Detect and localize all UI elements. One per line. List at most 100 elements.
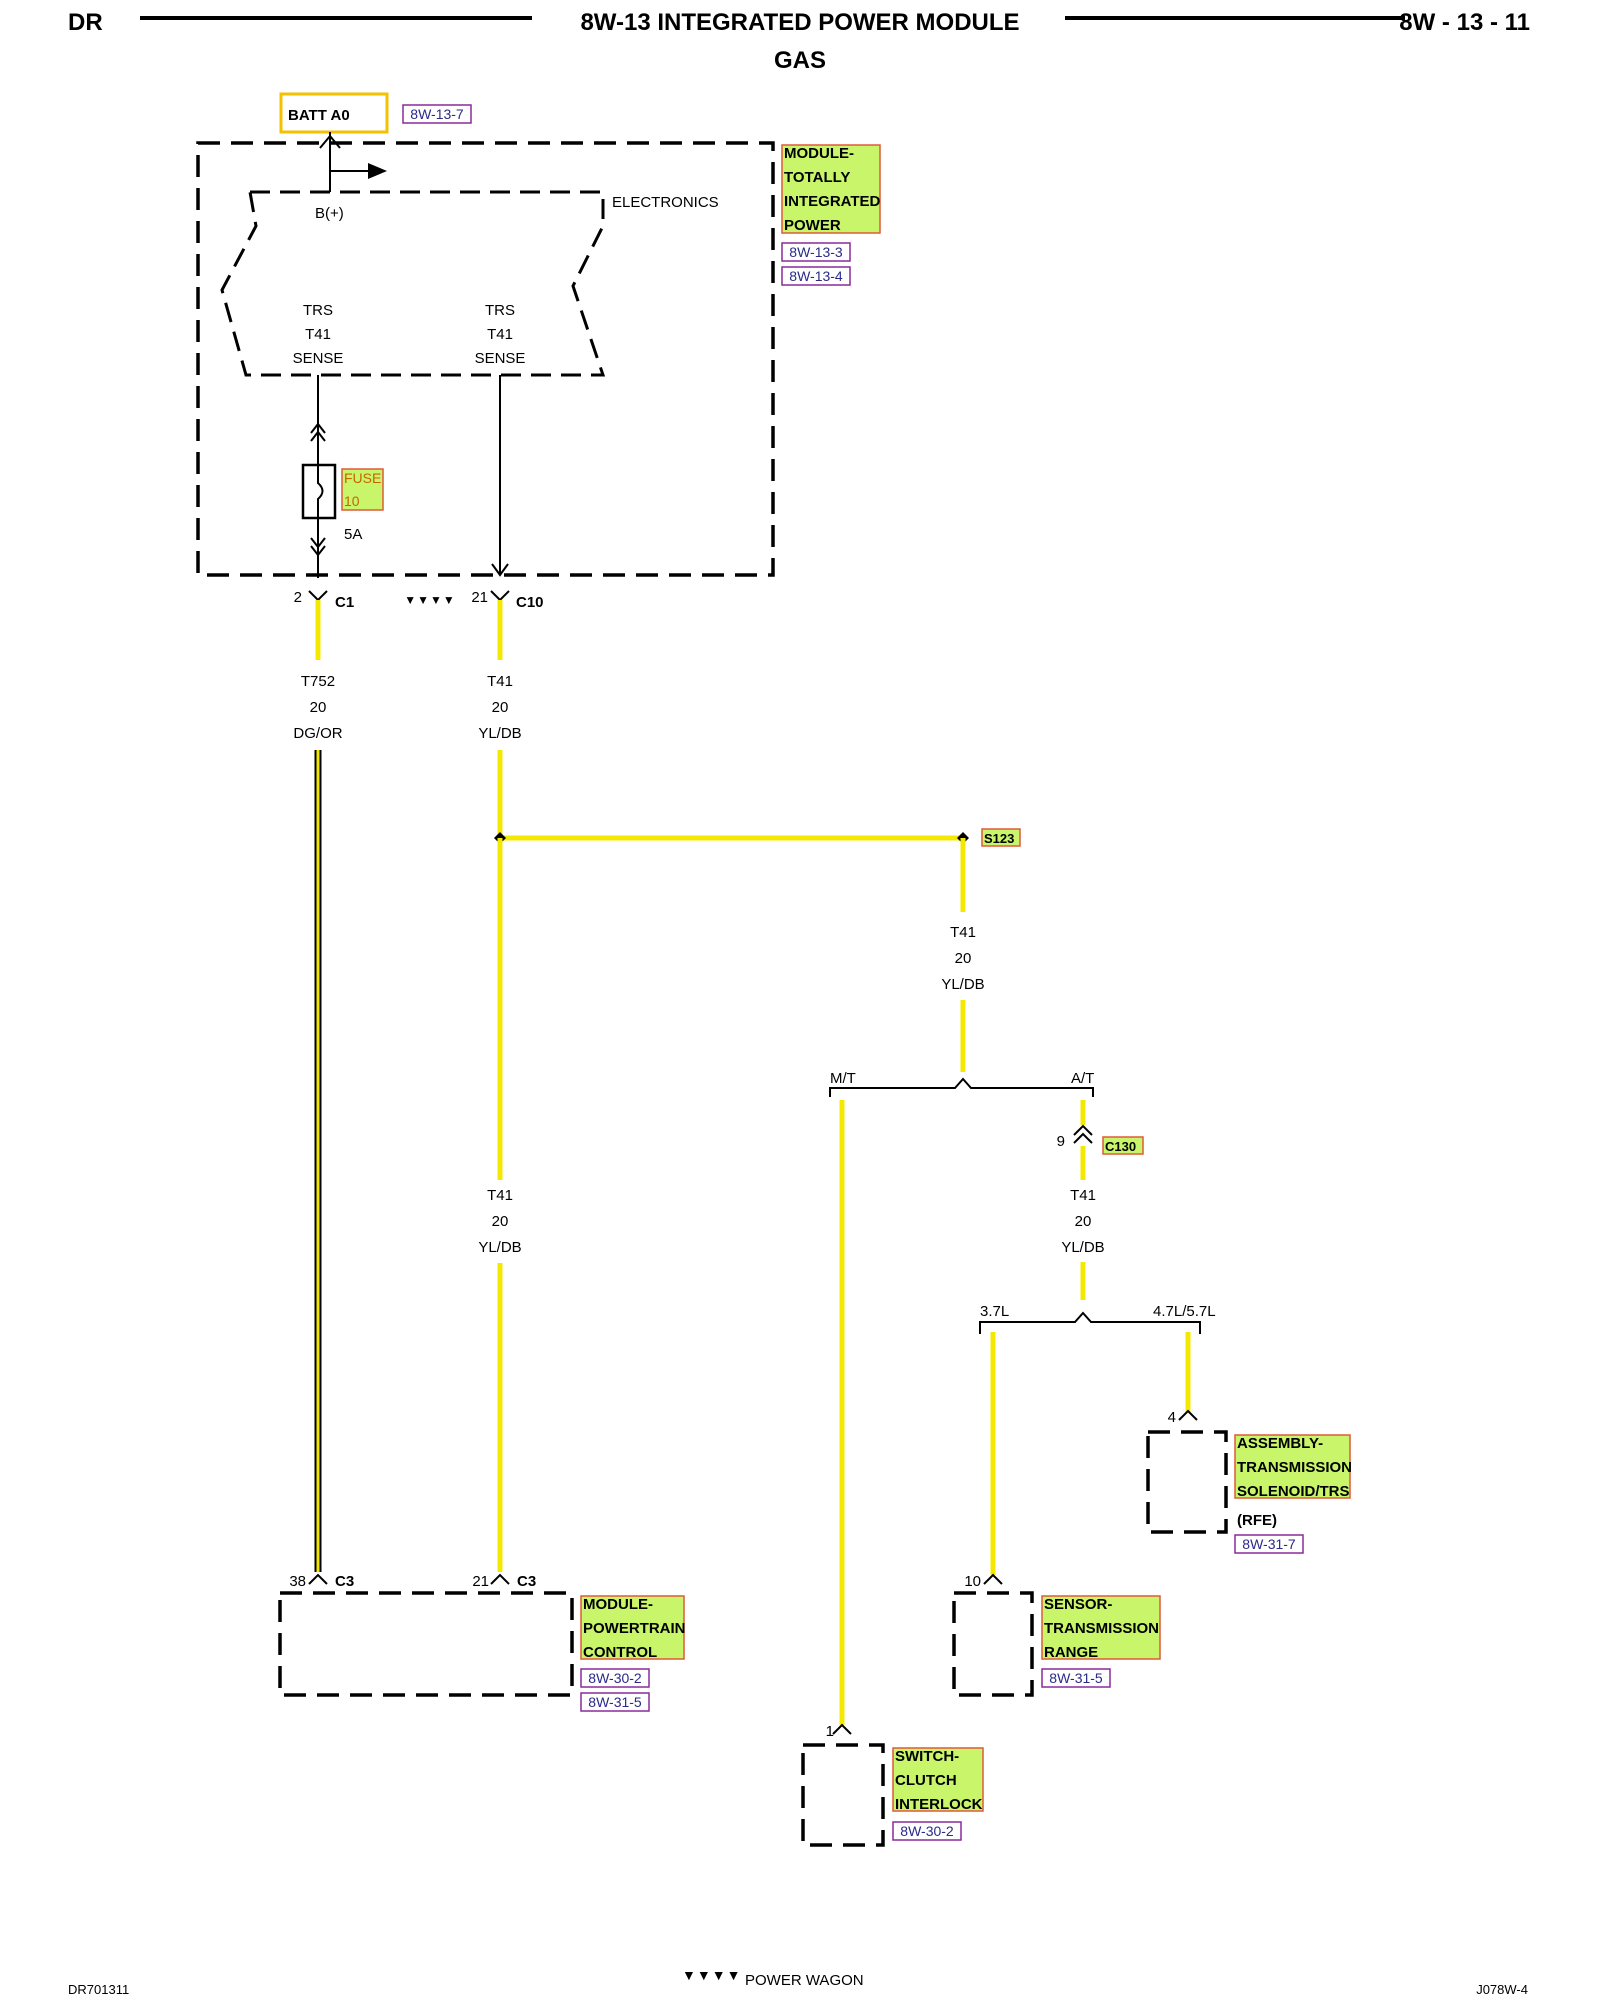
solenoid-pin: 4 xyxy=(1168,1409,1176,1426)
t41-splice-circuit: T41 xyxy=(950,924,976,941)
t41-splice-color: YL/DB xyxy=(941,976,984,993)
footer-left: DR701311 xyxy=(68,1982,129,1997)
footer-right: J078W-4 xyxy=(1476,1982,1528,1997)
c1-pin: 2 xyxy=(294,589,302,606)
fuse-lower-connector-icon xyxy=(310,537,326,557)
t41-internal-arrow-icon xyxy=(491,563,509,577)
e47-branch-label: 4.7L/5.7L xyxy=(1153,1303,1216,1320)
page-title: 8W-13 INTEGRATED POWER MODULE xyxy=(580,9,1019,36)
t41-mid-color: YL/DB xyxy=(478,1239,521,1256)
t41-mid-circuit: T41 xyxy=(487,1187,513,1204)
sensor-outline xyxy=(952,1591,1034,1697)
c3-right-pin: 21 xyxy=(472,1573,489,1590)
switch-outline xyxy=(801,1743,885,1847)
c3-left-connector-icon xyxy=(308,1573,328,1585)
fuse-upper-connector-icon xyxy=(310,422,326,442)
trs-left-line1: TRS xyxy=(303,302,333,319)
solenoid-label-line3: SOLENOID/TRS xyxy=(1237,1483,1350,1500)
t41-at-gauge: 20 xyxy=(1075,1213,1092,1230)
trs-right-line3: SENSE xyxy=(475,350,526,367)
solenoid-ref-box xyxy=(1234,1534,1304,1554)
engine-branch-bracket xyxy=(979,1311,1201,1334)
c3-left-pin: 38 xyxy=(289,1573,306,1590)
t752-circuit: T752 xyxy=(301,673,335,690)
t41-top-color: YL/DB xyxy=(478,725,521,742)
c10-label: C10 xyxy=(516,594,544,611)
bplus-label: B(+) xyxy=(315,205,344,222)
switch-ref-link[interactable]: 8W-30-2 xyxy=(900,1823,954,1839)
sensor-ref-link[interactable]: 8W-31-5 xyxy=(1049,1670,1103,1686)
tipm-label-line4: POWER xyxy=(784,217,841,234)
tipm-ref2-link[interactable]: 8W-13-4 xyxy=(789,268,843,284)
switch-pin: 1 xyxy=(826,1723,834,1740)
switch-label-line3: INTERLOCK xyxy=(895,1796,983,1813)
fuse-label-line1: FUSE xyxy=(344,470,381,486)
sensor-label-line2: TRANSMISSION xyxy=(1044,1620,1159,1637)
solenoid-outline xyxy=(1146,1430,1228,1534)
bplus-right-arrow-icon xyxy=(368,163,387,179)
solenoid-ref-link[interactable]: 8W-31-7 xyxy=(1242,1536,1296,1552)
t752-gauge: 20 xyxy=(310,699,327,716)
s123-label-box xyxy=(981,828,1021,847)
batt-a0-label: BATT A0 xyxy=(288,107,350,124)
trs-right-line2: T41 xyxy=(487,326,513,343)
solenoid-label-box xyxy=(1234,1434,1351,1499)
c3-right-connector-icon xyxy=(490,1573,510,1585)
pcm-ref2-box xyxy=(580,1692,650,1712)
e37-branch-label: 3.7L xyxy=(980,1303,1009,1320)
power-wagon-marker-icon: ▼▼▼▼ xyxy=(404,593,456,607)
tipm-label-line3: INTEGRATED xyxy=(784,193,881,210)
c1-connector-icon xyxy=(308,590,328,602)
pcm-label-line2: POWERTRAIN xyxy=(583,1620,686,1637)
t752-color: DG/OR xyxy=(293,725,342,742)
electronics-label: ELECTRONICS xyxy=(612,194,719,211)
mt-at-branch-bracket xyxy=(829,1077,1094,1097)
batt-ref-link[interactable]: 8W-13-7 xyxy=(410,106,464,122)
switch-label-box xyxy=(892,1747,984,1812)
c1-label: C1 xyxy=(335,594,354,611)
page-number: 8W - 13 - 11 xyxy=(1399,9,1530,36)
sensor-connector-icon xyxy=(983,1573,1003,1585)
switch-label-line1: SWITCH- xyxy=(895,1748,959,1765)
tipm-label-line2: TOTALLY xyxy=(784,169,850,186)
batt-a0-box xyxy=(279,92,389,134)
footer-legend-symbol-icon: ▼▼▼▼ xyxy=(682,1967,741,1983)
t41-at-color: YL/DB xyxy=(1061,1239,1104,1256)
sensor-label-line1: SENSOR- xyxy=(1044,1596,1112,1613)
s123-label: S123 xyxy=(984,831,1014,846)
fuse-element-icon xyxy=(317,465,324,518)
solenoid-label-line2: TRANSMISSION xyxy=(1237,1459,1352,1476)
pcm-label-box xyxy=(580,1595,685,1660)
pcm-label-line3: CONTROL xyxy=(583,1644,657,1661)
fuse-rating: 5A xyxy=(344,526,362,543)
pcm-outline xyxy=(278,1591,574,1697)
trs-right-line1: TRS xyxy=(485,302,515,319)
sensor-label-box xyxy=(1041,1595,1161,1660)
c10-pin: 21 xyxy=(471,589,488,606)
trs-left-line3: SENSE xyxy=(293,350,344,367)
fuse-label-line2: 10 xyxy=(344,493,360,509)
t41-top-circuit: T41 xyxy=(487,673,513,690)
t41-splice-gauge: 20 xyxy=(955,950,972,967)
solenoid-label-line1: ASSEMBLY- xyxy=(1237,1435,1323,1452)
t41-top-gauge: 20 xyxy=(492,699,509,716)
t41-mid-gauge: 20 xyxy=(492,1213,509,1230)
tipm-ref1-link[interactable]: 8W-13-3 xyxy=(789,244,843,260)
t41-at-circuit: T41 xyxy=(1070,1187,1096,1204)
solenoid-note: (RFE) xyxy=(1237,1512,1277,1529)
pcm-ref2-link[interactable]: 8W-31-5 xyxy=(588,1694,642,1710)
sensor-ref-box xyxy=(1041,1668,1111,1688)
tipm-ref2-box xyxy=(781,266,851,286)
batt-ref-box xyxy=(402,104,472,124)
footer-legend: POWER WAGON xyxy=(745,1972,864,1989)
pcm-ref1-link[interactable]: 8W-30-2 xyxy=(588,1670,642,1686)
pcm-label-line1: MODULE- xyxy=(583,1596,653,1613)
c130-pin: 9 xyxy=(1057,1133,1065,1150)
switch-ref-box xyxy=(892,1821,962,1841)
tipm-label-box xyxy=(781,144,881,234)
switch-connector-icon xyxy=(832,1723,852,1735)
page-subtitle: GAS xyxy=(774,47,826,74)
c130-label-box xyxy=(1102,1136,1144,1155)
tipm-label-line1: MODULE- xyxy=(784,145,854,162)
